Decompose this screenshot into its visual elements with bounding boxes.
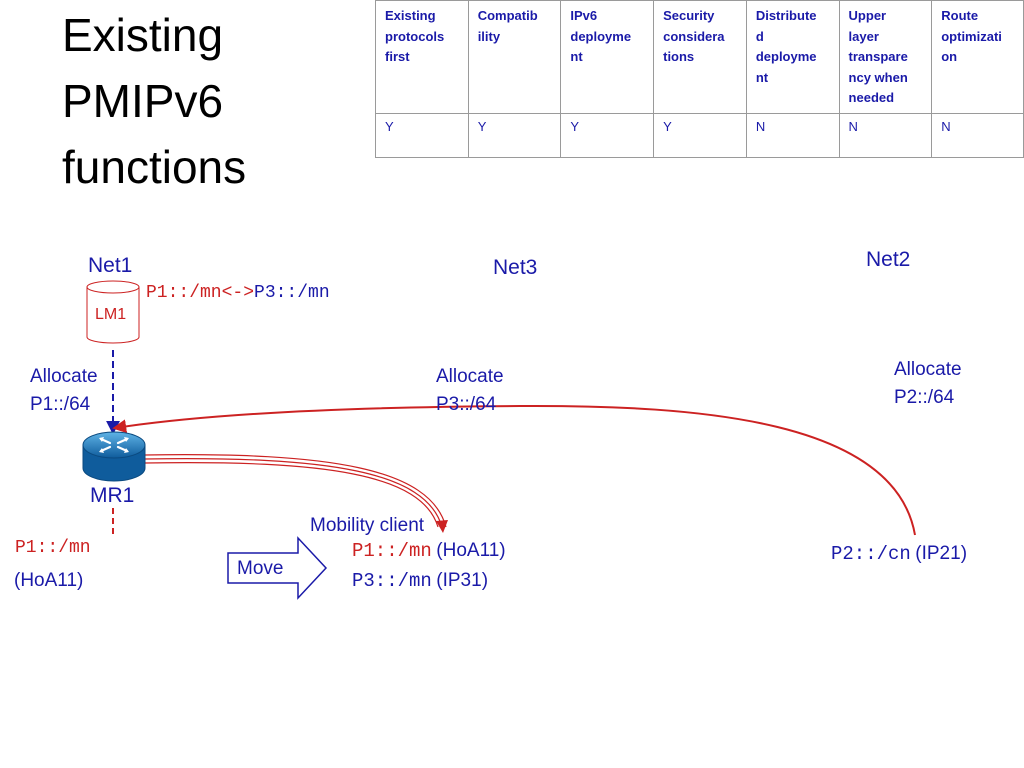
mobility-client-label: Mobility client — [310, 515, 425, 536]
mr1-label: MR1 — [90, 484, 135, 507]
database-icon — [86, 280, 140, 344]
table-row: Y Y Y Y N N N — [375, 112, 1024, 158]
title-line-1: Existing — [62, 9, 224, 61]
table-cell: Y — [653, 112, 747, 158]
host-hoa: (HoA11) — [14, 570, 84, 591]
allocate-p2-label: Allocate P2::/64 — [894, 359, 962, 408]
allocate-p3-label: Allocate P3::/64 — [436, 366, 504, 415]
title-line-3: functions — [62, 141, 247, 193]
binding-arrow: <-> — [221, 283, 255, 303]
page-title: Existing PMIPv6 functions — [62, 2, 362, 200]
binding-entry: P1::/mn<->P3::/mn — [146, 283, 330, 303]
move-arrow-icon — [227, 536, 328, 600]
net2-label: Net2 — [866, 248, 911, 271]
mc-ip: (IP31) — [436, 570, 489, 591]
allocate-p1-label: Allocate P1::/64 — [30, 366, 98, 415]
host-prefix: P1::/mn — [15, 538, 91, 558]
mr1-to-client-tunnel — [144, 454, 448, 533]
mc-p3-prefix: P3::/mn — [352, 570, 432, 592]
net3-label: Net3 — [493, 256, 538, 279]
binding-p3: P3::/mn — [254, 283, 330, 303]
title-line-2: PMIPv6 — [62, 75, 224, 127]
table-cell: N — [931, 112, 1024, 158]
table-cell: Y — [560, 112, 655, 158]
correspondent-node: P2::/cn (IP21) — [831, 543, 967, 565]
table-cell: N — [745, 112, 840, 158]
net1-label: Net1 — [88, 254, 133, 277]
move-label: Move — [237, 558, 284, 579]
table-cell: N — [838, 112, 933, 158]
lm1-label: LM1 — [95, 306, 127, 323]
cn-ip: (IP21) — [915, 543, 968, 564]
binding-p1: P1::/mn — [146, 283, 222, 303]
mobility-client-prefixes: P1::/mn (HoA11) P3::/mn (IP31) — [352, 540, 506, 600]
mc-p1-prefix: P1::/mn — [352, 540, 432, 562]
cn-prefix: P2::/cn — [831, 543, 911, 565]
mc-hoa: (HoA11) — [436, 540, 506, 561]
table-cell: Y — [467, 112, 562, 158]
cn-to-mr1-tunnel — [112, 404, 916, 536]
router-icon — [82, 431, 146, 482]
